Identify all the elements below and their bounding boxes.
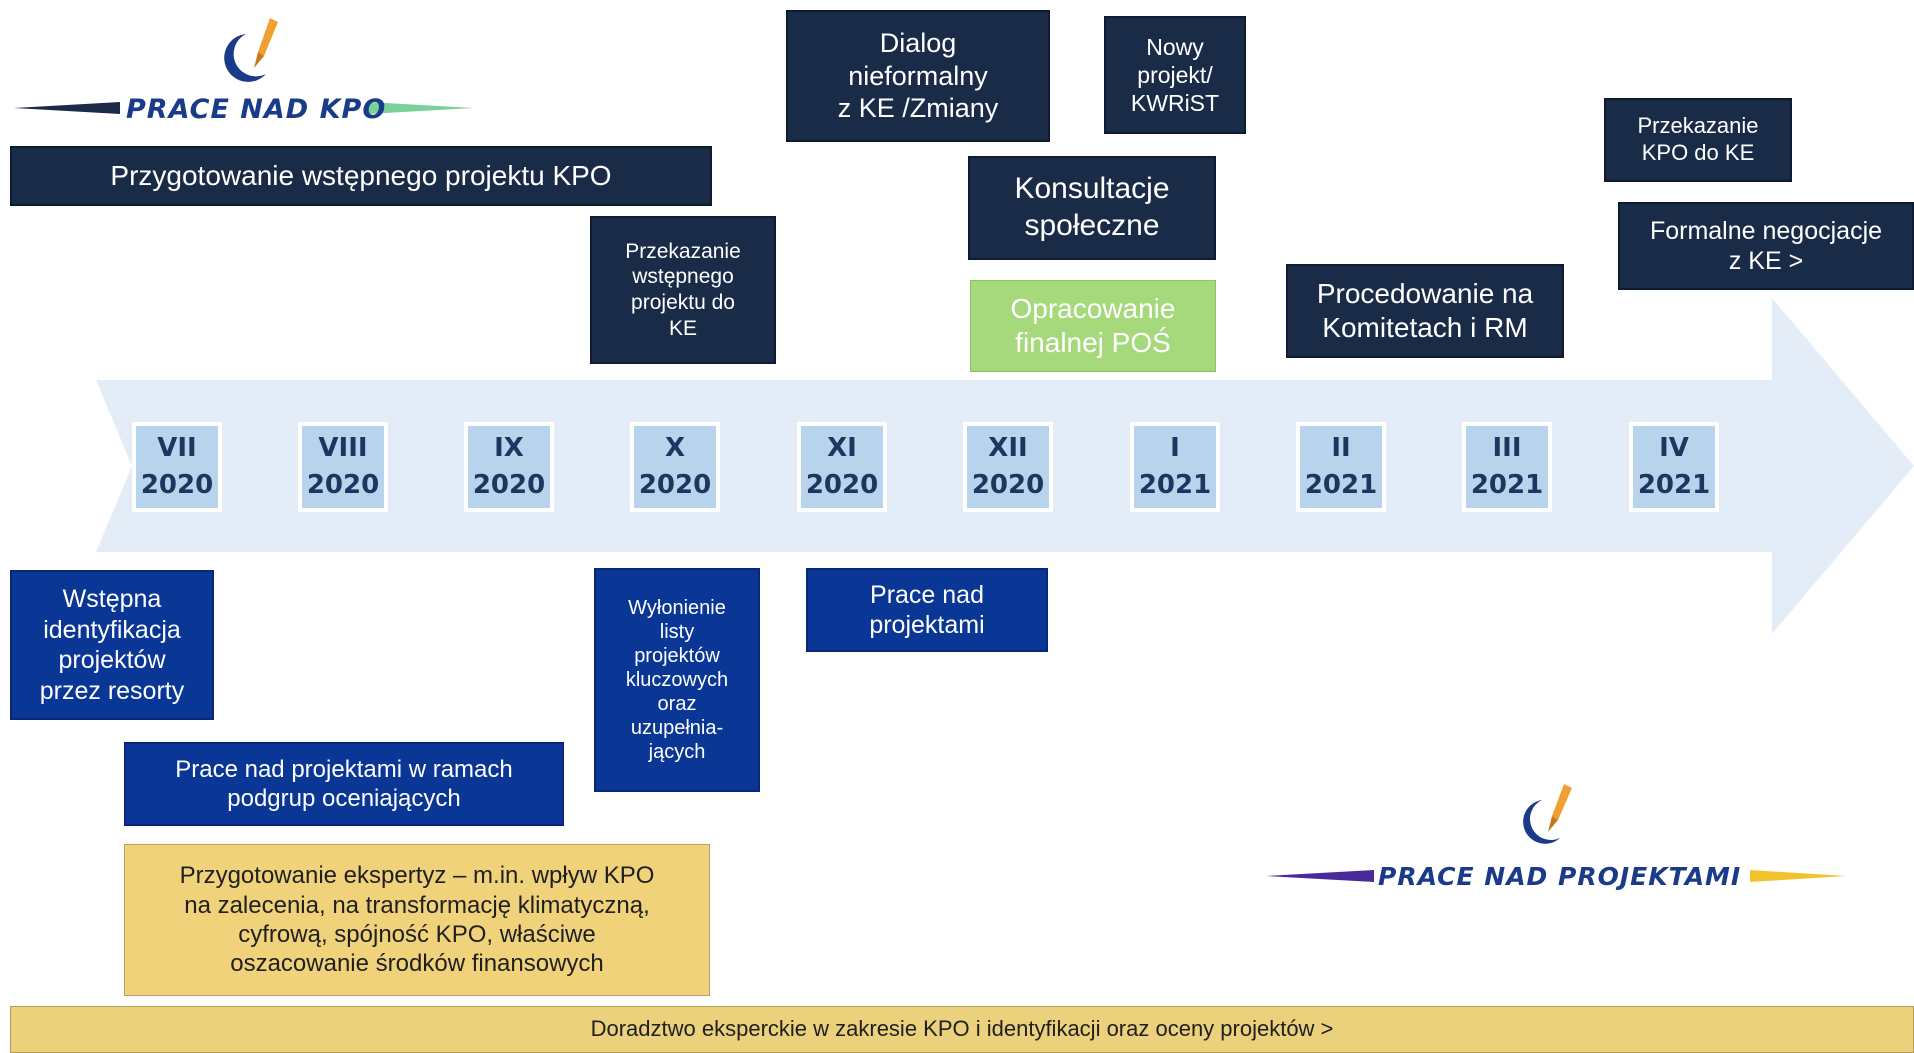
- line: uzupełnia-: [630, 717, 724, 739]
- line: na zalecenia, na transformację klimatycz…: [184, 891, 650, 919]
- box-wylonienie: Wyłonienie listy projektów kluczowych or…: [594, 568, 760, 792]
- month-label: IV: [1659, 433, 1689, 464]
- line: społeczne: [1024, 209, 1160, 242]
- month-label: VII: [157, 433, 197, 464]
- line: podgrup oceniających: [227, 785, 461, 812]
- year-label: 2020: [638, 470, 712, 500]
- box-konsultacje: Konsultacje społeczne: [968, 156, 1216, 260]
- month-marker: X 2020: [630, 422, 720, 512]
- year-label: 2020: [140, 470, 214, 500]
- year-label: 2020: [472, 470, 546, 500]
- box-doradztwo-text: Doradztwo eksperckie w zakresie KPO i id…: [590, 1016, 1334, 1042]
- year-label: 2021: [1138, 470, 1212, 500]
- month-marker: VII 2020: [132, 422, 222, 512]
- line: przez resorty: [39, 676, 185, 705]
- line: KE: [668, 316, 697, 340]
- line: projekt/: [1137, 61, 1213, 88]
- box-prace-podgrup: Prace nad projektami w ramach podgrup oc…: [124, 742, 564, 826]
- line: oszacowanie środków finansowych: [230, 950, 604, 978]
- pen-crescent-icon: [1266, 784, 1846, 882]
- month-label: II: [1331, 433, 1351, 464]
- month-marker: III 2021: [1462, 422, 1552, 512]
- line: listy: [659, 621, 695, 643]
- month-marker: XII 2020: [963, 422, 1053, 512]
- box-formalne: Formalne negocjacje z KE >: [1618, 202, 1914, 290]
- month-label: VIII: [318, 433, 368, 464]
- line: finalnej POŚ: [1015, 327, 1171, 358]
- line: Opracowanie: [1010, 292, 1176, 324]
- line: kluczowych: [625, 669, 729, 691]
- month-marker: VIII 2020: [298, 422, 388, 512]
- line: Wyłonienie: [628, 597, 726, 619]
- line: Procedowanie na: [1316, 277, 1534, 309]
- line: Dialog: [879, 27, 957, 58]
- box-opracowanie: Opracowanie finalnej POŚ: [970, 280, 1216, 372]
- year-label: 2021: [1470, 470, 1544, 500]
- line: identyfikacja: [43, 615, 181, 644]
- box-przekazanie-kpo: Przekazanie KPO do KE: [1604, 98, 1792, 182]
- year-label: 2020: [805, 470, 879, 500]
- box-przygotowanie: Przygotowanie wstępnego projektu KPO: [10, 146, 712, 206]
- line: Przekazanie: [1637, 113, 1759, 139]
- line: z KE >: [1728, 247, 1804, 275]
- line: Przekazanie: [625, 239, 741, 263]
- month-marker: IV 2021: [1629, 422, 1719, 512]
- line: Nowy: [1146, 33, 1204, 60]
- box-wstepna-identyfikacja: Wstępna identyfikacja projektów przez re…: [10, 570, 214, 720]
- month-marker: XI 2020: [797, 422, 887, 512]
- line: Prace nad projektami w ramach: [175, 755, 513, 783]
- year-label: 2021: [1304, 470, 1378, 500]
- line: Przygotowanie ekspertyz – m.in. wpływ KP…: [179, 862, 655, 890]
- month-label: XI: [827, 433, 857, 464]
- month-label: IX: [494, 433, 524, 464]
- line: projektów: [58, 646, 166, 674]
- line: Konsultacje: [1014, 172, 1170, 206]
- box-przekazanie-wstepnego: Przekazanie wstępnego projektu do KE: [590, 216, 776, 364]
- box-prace-nad-projektami: Prace nad projektami: [806, 568, 1048, 652]
- line: jących: [648, 741, 706, 763]
- box-dialog: Dialog nieformalny z KE /Zmiany: [786, 10, 1050, 142]
- line: Wstępna: [62, 585, 162, 613]
- month-marker: IX 2020: [464, 422, 554, 512]
- box-nowy-projekt: Nowy projekt/ KWRiST: [1104, 16, 1246, 134]
- line: cyfrową, spójność KPO, właściwe: [238, 921, 596, 948]
- month-label: I: [1170, 433, 1180, 464]
- line: wstępnego: [632, 265, 734, 289]
- line: Prace nad: [870, 580, 984, 609]
- logo-top-text: PRACE NAD KPO: [126, 94, 387, 125]
- line: KWRiST: [1130, 90, 1220, 117]
- logo-prace-nad-kpo: PRACE NAD KPO: [14, 8, 474, 128]
- line: z KE /Zmiany: [837, 93, 999, 124]
- month-marker: I 2021: [1130, 422, 1220, 512]
- box-przygotowanie-text: Przygotowanie wstępnego projektu KPO: [110, 159, 612, 191]
- line: projektu do: [631, 291, 735, 314]
- line: nieformalny: [848, 60, 988, 91]
- pen-crescent-icon: [14, 18, 474, 114]
- month-label: III: [1492, 433, 1522, 464]
- box-doradztwo: Doradztwo eksperckie w zakresie KPO i id…: [10, 1006, 1914, 1053]
- logo-bottom-text: PRACE NAD PROJEKTAMI: [1378, 862, 1742, 891]
- year-label: 2021: [1637, 470, 1711, 500]
- line: projektami: [869, 611, 985, 639]
- logo-prace-nad-projektami: PRACE NAD PROJEKTAMI: [1266, 780, 1846, 900]
- line: Komitetach i RM: [1322, 312, 1528, 343]
- line: oraz: [657, 693, 697, 715]
- month-label: XII: [988, 433, 1028, 464]
- line: projektów: [634, 645, 720, 667]
- year-label: 2020: [306, 470, 380, 500]
- year-label: 2020: [971, 470, 1045, 500]
- box-procedowanie: Procedowanie na Komitetach i RM: [1286, 264, 1564, 358]
- box-ekspertyzy: Przygotowanie ekspertyz – m.in. wpływ KP…: [124, 844, 710, 996]
- line: Formalne negocjacje: [1649, 216, 1883, 245]
- line: KPO do KE: [1641, 140, 1755, 165]
- month-marker: II 2021: [1296, 422, 1386, 512]
- month-label: X: [664, 433, 686, 464]
